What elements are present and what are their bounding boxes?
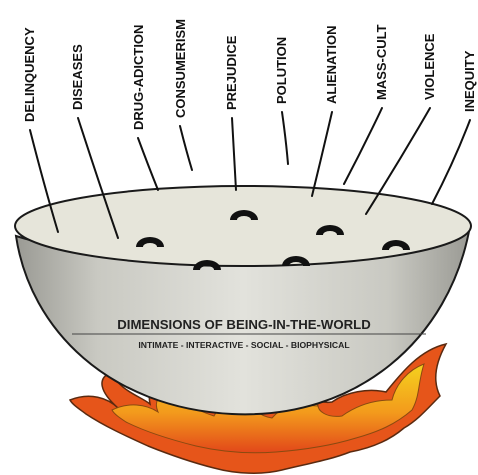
label-violence: VIOLENCE <box>422 33 437 100</box>
pointer-line-prejudice <box>232 118 236 190</box>
label-polution: POLUTION <box>274 37 289 104</box>
label-mass-cult: MASS-CULT <box>374 24 389 100</box>
pointer-line-inequity <box>432 120 470 204</box>
label-delinquency: DELINQUENCY <box>22 27 37 122</box>
pointer-line-mass-cult <box>344 108 382 184</box>
bowl-subtitle: INTIMATE - INTERACTIVE - SOCIAL - BIOPHY… <box>138 340 349 350</box>
label-diseases: DISEASES <box>70 44 85 110</box>
pointer-line-polution <box>282 112 288 164</box>
pointer-line-alienation <box>312 112 332 196</box>
pointer-line-consumerism <box>180 126 192 170</box>
pointer-line-drug-adiction <box>138 138 158 190</box>
label-consumerism: CONSUMERISM <box>173 19 188 118</box>
label-drug-adiction: DRUG-ADICTION <box>131 25 146 130</box>
bowl-rim <box>15 186 471 266</box>
bowl-title: DIMENSIONS OF BEING-IN-THE-WORLD <box>117 317 370 332</box>
label-prejudice: PREJUDICE <box>224 35 239 110</box>
label-alienation: ALIENATION <box>324 26 339 104</box>
label-inequity: INEQUITY <box>462 50 477 112</box>
labels: DELINQUENCY DISEASES DRUG-ADICTION CONSU… <box>22 19 477 130</box>
